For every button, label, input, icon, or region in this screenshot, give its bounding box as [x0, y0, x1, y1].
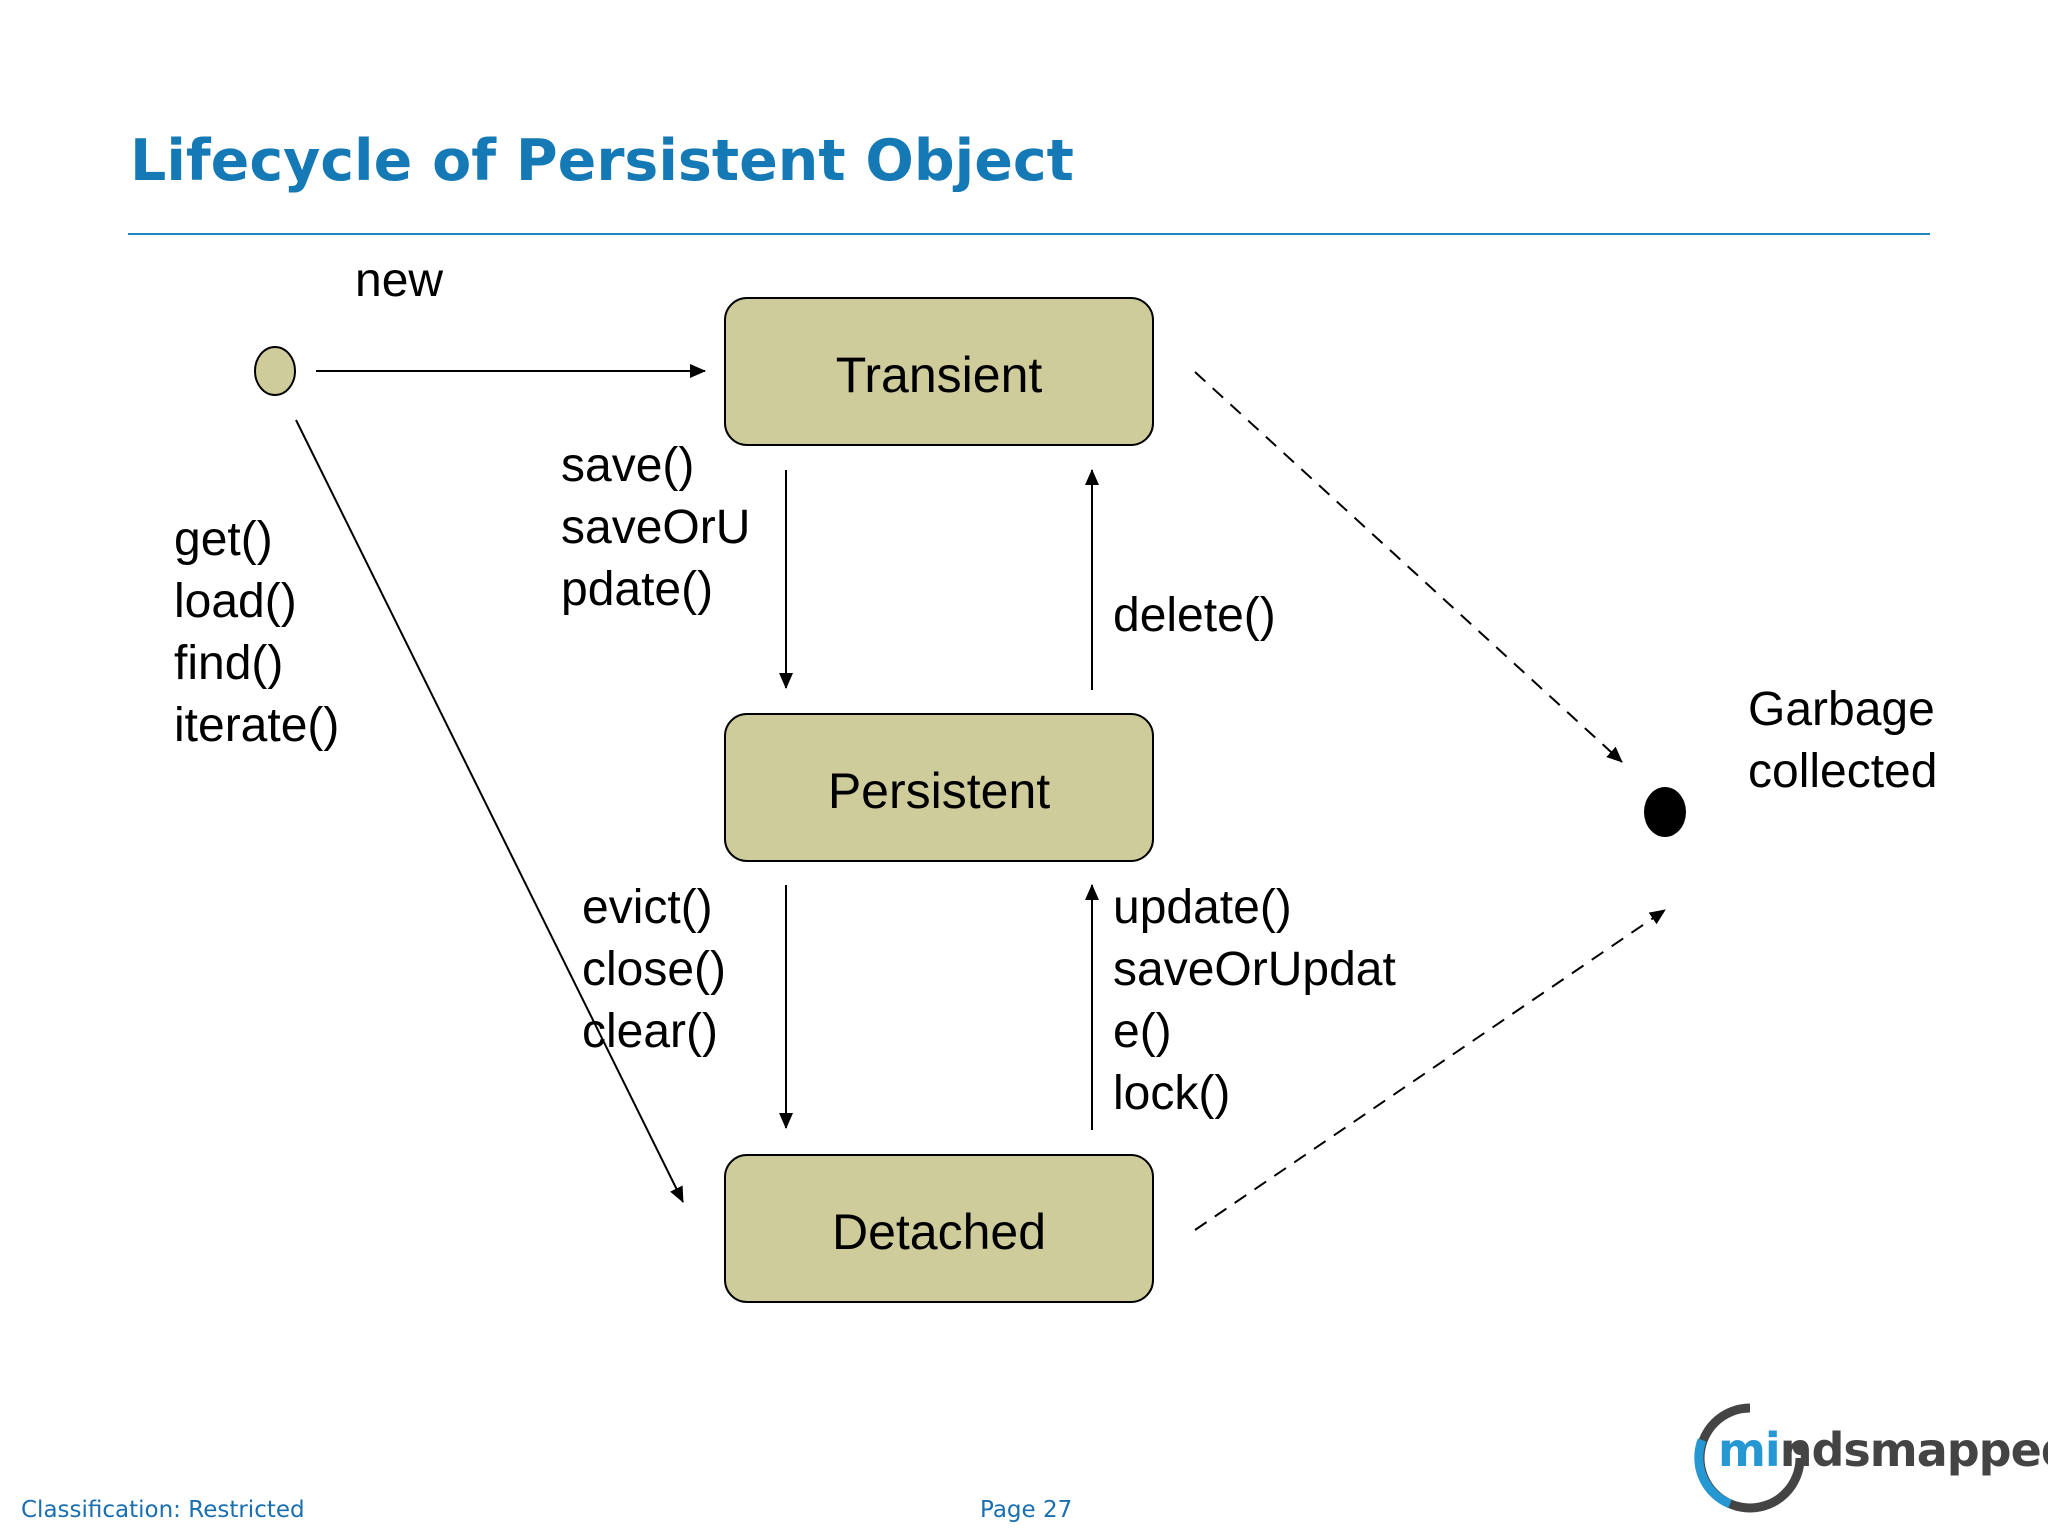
- footer-page-number: Page 27: [980, 1497, 1073, 1523]
- label-new: new: [355, 254, 444, 307]
- state-transient-label: Transient: [836, 347, 1043, 403]
- title-divider: [128, 233, 1930, 235]
- logo-ring-icon: [1694, 1403, 1807, 1513]
- state-persistent-label: Persistent: [828, 763, 1050, 819]
- state-detached-label: Detached: [832, 1204, 1046, 1260]
- slide-title: Lifecycle of Persistent Object: [130, 128, 1074, 194]
- arrow-get-to-detached: [295, 419, 684, 1203]
- label-save: save() saveOrU pdate(): [561, 439, 751, 616]
- logo-text-part1: mi: [1718, 1423, 1781, 1477]
- state-transient: Transient: [724, 297, 1154, 446]
- state-detached: Detached: [724, 1154, 1154, 1303]
- footer-classification: Classification: Restricted: [21, 1497, 305, 1523]
- label-get-load-find-iterate: get() load() find() iterate(): [174, 513, 340, 752]
- logo-wordmark: mindsmapped: [1718, 1423, 2048, 1477]
- label-update-lock: update() saveOrUpdat e() lock(): [1113, 881, 1396, 1120]
- label-delete: delete(): [1113, 589, 1276, 642]
- initial-state-node: [254, 346, 296, 396]
- label-evict-close-clear: evict() close() clear(): [582, 881, 727, 1058]
- arrow-transient-to-garbage: [1194, 371, 1623, 763]
- final-state-node: [1644, 787, 1686, 837]
- label-garbage-collected: Garbage collected: [1748, 683, 1938, 798]
- mindsmapped-logo: mindsmapped: [1690, 1400, 2048, 1515]
- state-persistent: Persistent: [724, 713, 1154, 862]
- logo-text-part2: ndsmapped: [1779, 1423, 2048, 1477]
